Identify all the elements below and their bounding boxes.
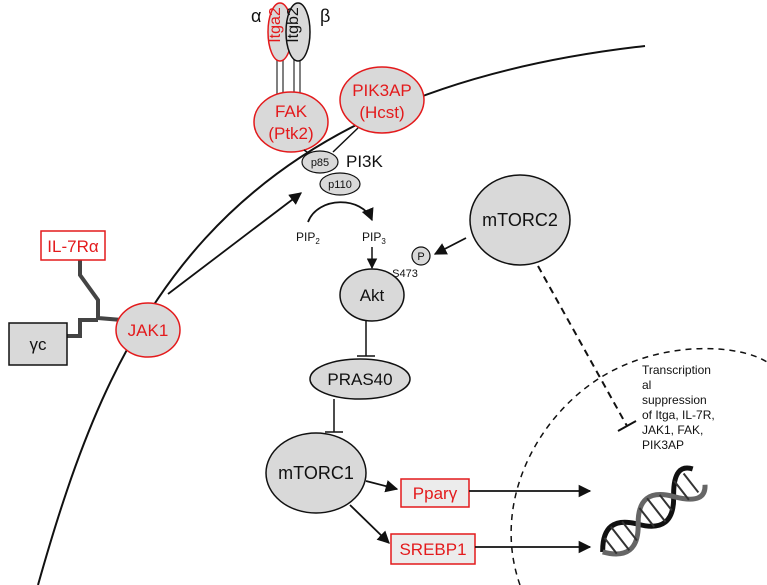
fak-label: FAK [275, 102, 308, 121]
pik3ap-label: PIK3AP [352, 81, 412, 100]
p85-label: p85 [311, 157, 329, 169]
beta-label: β [320, 6, 330, 26]
note-line: al [642, 378, 651, 392]
srebp1-box [390, 533, 476, 565]
p110-label: p110 [328, 179, 352, 191]
ptk2-label: (Ptk2) [268, 124, 313, 143]
gamma-c-box [8, 322, 68, 366]
akt-node [339, 268, 405, 322]
mtorc1-label: mTORC1 [278, 463, 354, 483]
cell-membrane [37, 45, 646, 585]
gc-chain [66, 318, 98, 338]
phospho-label: P [417, 251, 424, 263]
ppary-box [400, 478, 470, 508]
suppression-note: Transcription al suppression of Itga, IL… [642, 363, 715, 452]
srebp1-label: SREBP1 [399, 540, 466, 559]
ppary-label: Pparγ [413, 484, 458, 503]
note-line: of Itga, IL-7R, [642, 408, 715, 422]
p85-node [301, 150, 339, 174]
pip2-label: PIP2 [296, 230, 320, 246]
s473-label: S473 [392, 268, 418, 280]
dna-helix-icon [600, 465, 708, 557]
note-line: JAK1, FAK, [642, 423, 703, 437]
il7ra-chain [78, 260, 123, 322]
mtorc2-label: mTORC2 [482, 210, 558, 230]
il7ra-label: IL-7Rα [47, 237, 99, 256]
alpha-label: α [251, 6, 261, 26]
mtorc1-srebp1-arrow [349, 504, 390, 544]
jak1-label: JAK1 [128, 321, 169, 340]
mtorc2-node [469, 174, 571, 266]
jak1-pi3k-arrow [167, 192, 303, 295]
akt-label: Akt [360, 286, 385, 305]
mtorc1-ppary-arrow [365, 480, 399, 493]
pik3ap-node [339, 66, 425, 134]
p110-node [319, 172, 361, 196]
mtorc2-suppression-inhibit [537, 265, 628, 427]
il7ra-box [40, 230, 106, 261]
note-line: suppression [642, 393, 707, 407]
pip2-to-pip3-arrow [307, 201, 374, 223]
pip3-label: PIP3 [362, 230, 386, 246]
pras40-node [309, 358, 411, 400]
fak-node [253, 91, 329, 153]
note-line: PIK3AP [642, 438, 684, 452]
itgb2-label: Itgb2 [285, 7, 302, 43]
phospho-node [411, 246, 431, 266]
nucleus-membrane [510, 347, 767, 585]
itgb2-node [285, 2, 311, 62]
mtorc2-suppression-inhibit-bar [617, 420, 637, 432]
mtorc1-node [265, 432, 367, 514]
itga2-label: Itga2 [267, 7, 284, 43]
pik3ap-pi3k-link [332, 127, 359, 153]
jak1-node [115, 302, 181, 358]
pi3k-label: PI3K [346, 152, 384, 171]
mtorc2-akt-arrow [433, 237, 467, 255]
note-line: Transcription [642, 363, 711, 377]
gamma-c-label: γc [30, 335, 48, 354]
pras40-label: PRAS40 [327, 370, 392, 389]
hcst-label: (Hcst) [359, 103, 404, 122]
